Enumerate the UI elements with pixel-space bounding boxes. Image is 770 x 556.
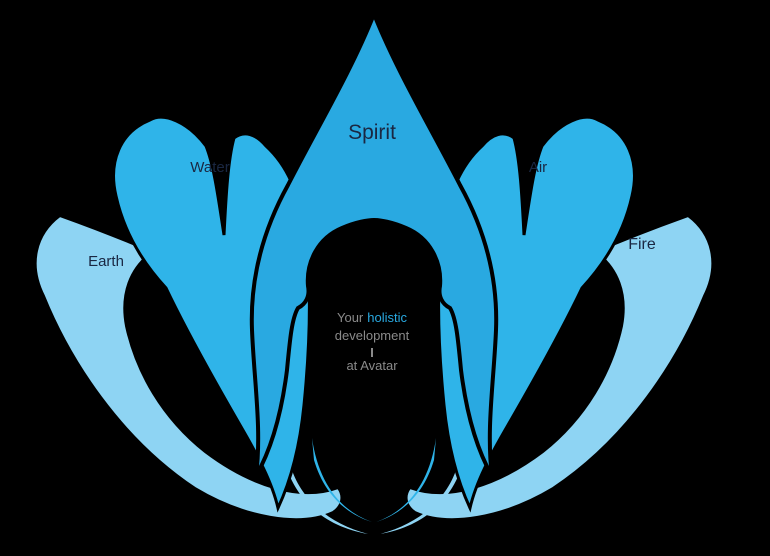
- swirl-left-outer-icon: [282, 452, 368, 534]
- tagline-line2: development: [335, 328, 410, 343]
- air-label: Air: [529, 159, 547, 176]
- swirl-right-outer-icon: [380, 452, 466, 534]
- fire-label: Fire: [628, 236, 656, 253]
- earth-label: Earth: [88, 253, 124, 270]
- earth-petal: [34, 214, 343, 521]
- tagline-divider: [371, 348, 373, 357]
- tagline-prefix: Your: [337, 310, 364, 325]
- swirl-left-inner-icon: [312, 438, 372, 522]
- water-label: Water: [190, 159, 229, 176]
- tagline-highlight: holistic: [367, 310, 407, 325]
- spirit-label: Spirit: [348, 121, 396, 144]
- tagline-line3: at Avatar: [346, 358, 398, 373]
- spirit-petal: [249, 8, 499, 477]
